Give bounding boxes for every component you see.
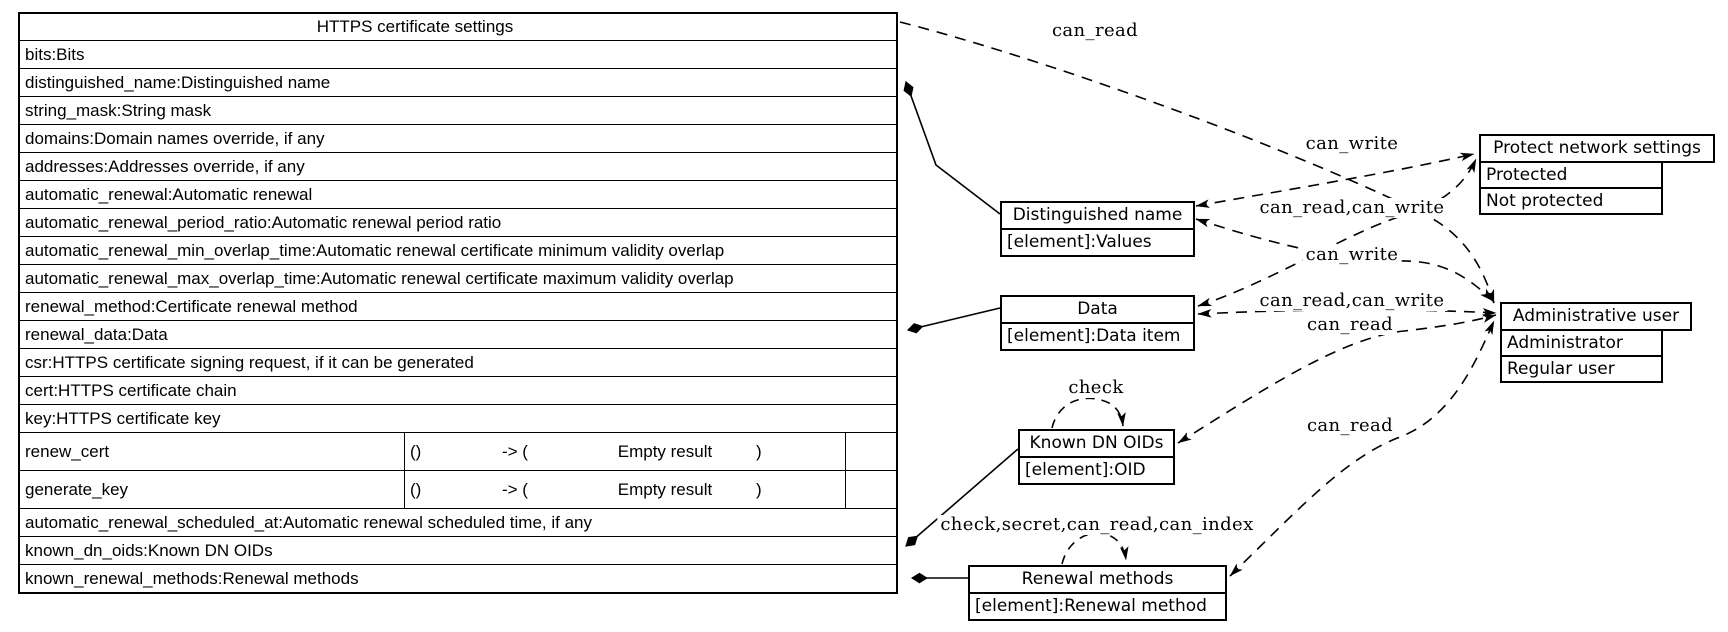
function-arrow: -> (: [502, 480, 528, 499]
cell-divider: [845, 433, 846, 470]
edge-label-can-read-lower: can_read: [1303, 416, 1397, 436]
function-args: (): [410, 442, 422, 461]
function-close-paren: ): [756, 480, 762, 499]
node-title: Administrative user: [1500, 302, 1692, 331]
node-title: Renewal methods: [968, 565, 1227, 594]
node-row: [element]:Renewal method: [968, 592, 1227, 621]
table-row-automatic-renewal-min-overlap: automatic_renewal_min_overlap_time:Autom…: [20, 236, 896, 264]
member-distinguished-name-link: [903, 81, 1001, 215]
function-result: Empty result: [617, 480, 713, 499]
table-row-csr: csr:HTTPS certificate signing request, i…: [20, 348, 896, 376]
table-row-generate-key: generate_key () -> ( Empty result ): [20, 470, 896, 508]
node-administrative-user: Administrative user Administrator Regula…: [1500, 302, 1692, 383]
edge-renewal-methods-can-read-admin: [1229, 320, 1495, 577]
edge-label-can-read-top: can_read: [1048, 21, 1142, 41]
settings-table: HTTPS certificate settings bits:Bits dis…: [18, 12, 898, 594]
table-row-automatic-renewal-max-overlap: automatic_renewal_max_overlap_time:Autom…: [20, 264, 896, 292]
node-row: Protected: [1479, 161, 1663, 189]
node-row: Regular user: [1500, 355, 1663, 383]
node-title: Protect network settings: [1479, 134, 1715, 163]
node-row: Administrator: [1500, 329, 1663, 357]
node-data: Data [element]:Data item: [1000, 295, 1195, 351]
function-close-paren: ): [756, 442, 762, 461]
table-row-bits: bits:Bits: [20, 40, 896, 68]
function-result: Empty result: [617, 442, 713, 461]
table-row-automatic-renewal-scheduled-at: automatic_renewal_scheduled_at:Automatic…: [20, 508, 896, 536]
node-row: [element]:OID: [1018, 456, 1175, 485]
edge-known-dn-oids-check-selfloop: [1051, 397, 1126, 429]
edge-label-check-secret-can-read-can-index: check,secret,can_read,can_index: [937, 515, 1257, 535]
table-row-automatic-renewal-period-ratio: automatic_renewal_period_ratio:Automatic…: [20, 208, 896, 236]
table-row-renewal-method: renewal_method:Certificate renewal metho…: [20, 292, 896, 320]
node-protect-network-settings: Protect network settings Protected Not p…: [1479, 134, 1715, 215]
table-row-addresses: addresses:Addresses override, if any: [20, 152, 896, 180]
node-title: Distinguished name: [1000, 201, 1195, 230]
edge-renewal-methods-check-selfloop: [1061, 531, 1129, 565]
node-title: Data: [1000, 295, 1195, 324]
table-row-key: key:HTTPS certificate key: [20, 404, 896, 432]
node-row: Not protected: [1479, 187, 1663, 215]
edge-label-can-read-middle: can_read: [1303, 315, 1397, 335]
function-args: (): [410, 480, 422, 499]
function-name: generate_key: [25, 480, 129, 499]
table-row-known-dn-oids: known_dn_oids:Known DN OIDs: [20, 536, 896, 564]
node-title: Known DN OIDs: [1018, 429, 1175, 458]
table-row-known-renewal-methods: known_renewal_methods:Renewal methods: [20, 564, 896, 592]
table-row-domains: domains:Domain names override, if any: [20, 124, 896, 152]
cell-divider: [845, 471, 846, 508]
edge-label-can-read-can-write-upper: can_read,can_write: [1256, 198, 1448, 218]
edge-label-check: check: [1065, 378, 1127, 398]
member-known-dn-oids-link: [905, 448, 1019, 547]
edge-data-can-read-write-protect: [1197, 158, 1477, 307]
edge-label-can-write-upper: can_write: [1302, 134, 1402, 154]
node-renewal-methods: Renewal methods [element]:Renewal method: [968, 565, 1227, 621]
table-row-renewal-data: renewal_data:Data: [20, 320, 896, 348]
node-distinguished-name: Distinguished name [element]:Values: [1000, 201, 1195, 257]
edge-data-can-read-write-admin: [1197, 307, 1497, 318]
node-known-dn-oids: Known DN OIDs [element]:OID: [1018, 429, 1175, 485]
function-name: renew_cert: [25, 442, 110, 461]
cell-divider: [404, 471, 405, 508]
edge-label-can-read-can-write-lower: can_read,can_write: [1256, 291, 1448, 311]
node-row: [element]:Values: [1000, 228, 1195, 257]
table-row-distinguished-name: distinguished_name:Distinguished name: [20, 68, 896, 96]
table-row-string-mask: string_mask:String mask: [20, 96, 896, 124]
table-title: HTTPS certificate settings: [20, 14, 896, 40]
table-row-renew-cert: renew_cert () -> ( Empty result ): [20, 432, 896, 470]
table-row-cert: cert:HTTPS certificate chain: [20, 376, 896, 404]
function-arrow: -> (: [502, 442, 528, 461]
edge-label-can-write-lower: can_write: [1302, 245, 1402, 265]
cell-divider: [404, 433, 405, 470]
member-renewal-data-link: [906, 307, 1001, 334]
node-row: [element]:Data item: [1000, 322, 1195, 351]
table-row-automatic-renewal: automatic_renewal:Automatic renewal: [20, 180, 896, 208]
